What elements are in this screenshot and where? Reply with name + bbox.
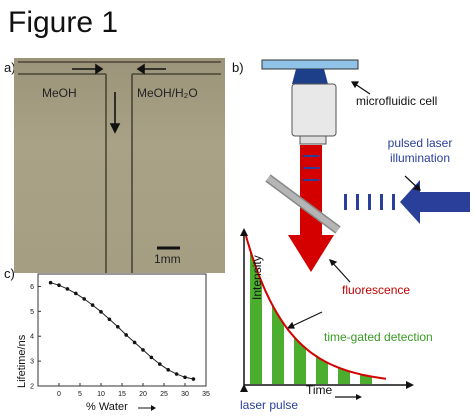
- data-point: [57, 283, 61, 288]
- fluorescence-beam: [288, 145, 334, 272]
- data-point: [82, 297, 86, 301]
- label-fluorescence: fluorescence: [342, 283, 411, 297]
- panel-label-c: c): [4, 266, 15, 281]
- panel-label-a: a): [4, 60, 16, 75]
- decay-ylabel: Intensity: [250, 255, 264, 300]
- data-point: [90, 303, 95, 307]
- y-tick-label: 6: [30, 284, 34, 291]
- gate-bars: [250, 249, 372, 384]
- label-time-gated: time-gated detection: [324, 330, 433, 344]
- flow-arrow-down: [109, 92, 121, 134]
- panel-label-b: b): [232, 60, 244, 75]
- laser-beam: [344, 180, 470, 224]
- data-point: [99, 310, 103, 314]
- microfluidic-cell-slide: [261, 59, 359, 70]
- laser-pulse-marker: [240, 384, 248, 392]
- data-point: [149, 355, 154, 360]
- chart-frame: [37, 273, 207, 387]
- chart-ylabel: Lifetime/ns: [16, 334, 28, 388]
- label-meoh: MeOH: [42, 86, 77, 100]
- flow-arrow-left: [136, 63, 166, 75]
- x-tick-label: 15: [118, 391, 126, 398]
- fit-line: [50, 282, 194, 380]
- figure-title: Figure 1: [8, 6, 119, 39]
- microfluidic-photo: MeOH MeOH/H₂O 1mm: [14, 58, 225, 273]
- x-tick-label: 30: [181, 391, 189, 398]
- label-meoh-water: MeOH/H₂O: [137, 86, 198, 100]
- data-point: [124, 333, 128, 337]
- decay-curve: [245, 235, 387, 380]
- objective-body: [291, 83, 337, 137]
- gate-bar: [338, 367, 350, 384]
- y-tick-label: 4: [30, 334, 34, 341]
- x-tick-label: 10: [97, 391, 105, 398]
- x-tick-label: 25: [160, 391, 168, 398]
- y-tick-label: 5: [30, 309, 34, 316]
- data-point: [174, 372, 179, 376]
- data-point: [141, 348, 145, 352]
- y-tick-label: 3: [30, 359, 34, 366]
- x-tick-label: 35: [202, 391, 210, 398]
- y-tick-label: 2: [30, 384, 34, 391]
- gate-bar: [316, 356, 328, 384]
- data-point: [158, 362, 162, 366]
- data-point: [65, 287, 70, 291]
- flow-arrow-right: [72, 63, 104, 75]
- dichroic-mirror: [265, 174, 341, 234]
- label-laser-pulse: laser pulse: [240, 398, 299, 412]
- objective-lens-tip: [292, 69, 328, 84]
- data-point: [166, 368, 170, 372]
- data-point: [132, 340, 137, 345]
- chart-xlabel: % Water: [86, 401, 128, 413]
- decay-plot: [240, 228, 414, 400]
- scale-bar-label: 1mm: [154, 252, 181, 266]
- data-point: [191, 377, 196, 381]
- gate-bar: [360, 374, 372, 384]
- data-point: [74, 291, 78, 296]
- x-tick-label: 5: [78, 391, 82, 398]
- data-point: [183, 375, 187, 380]
- label-microfluidic-cell: microfluidic cell: [356, 94, 438, 108]
- data-point: [107, 317, 112, 322]
- gate-bar: [272, 304, 284, 384]
- x-tick-label: 0: [57, 391, 61, 398]
- data-point: [48, 280, 53, 285]
- gate-bar: [294, 336, 306, 384]
- label-illumination: illumination: [389, 151, 451, 165]
- channel-drawing: [18, 61, 221, 273]
- objective-base: [299, 135, 327, 145]
- data-point: [116, 324, 120, 329]
- label-pulsed-laser: pulsed laser: [387, 136, 453, 150]
- decay-xlabel: Time: [306, 383, 333, 397]
- x-tick-label: 20: [139, 391, 147, 398]
